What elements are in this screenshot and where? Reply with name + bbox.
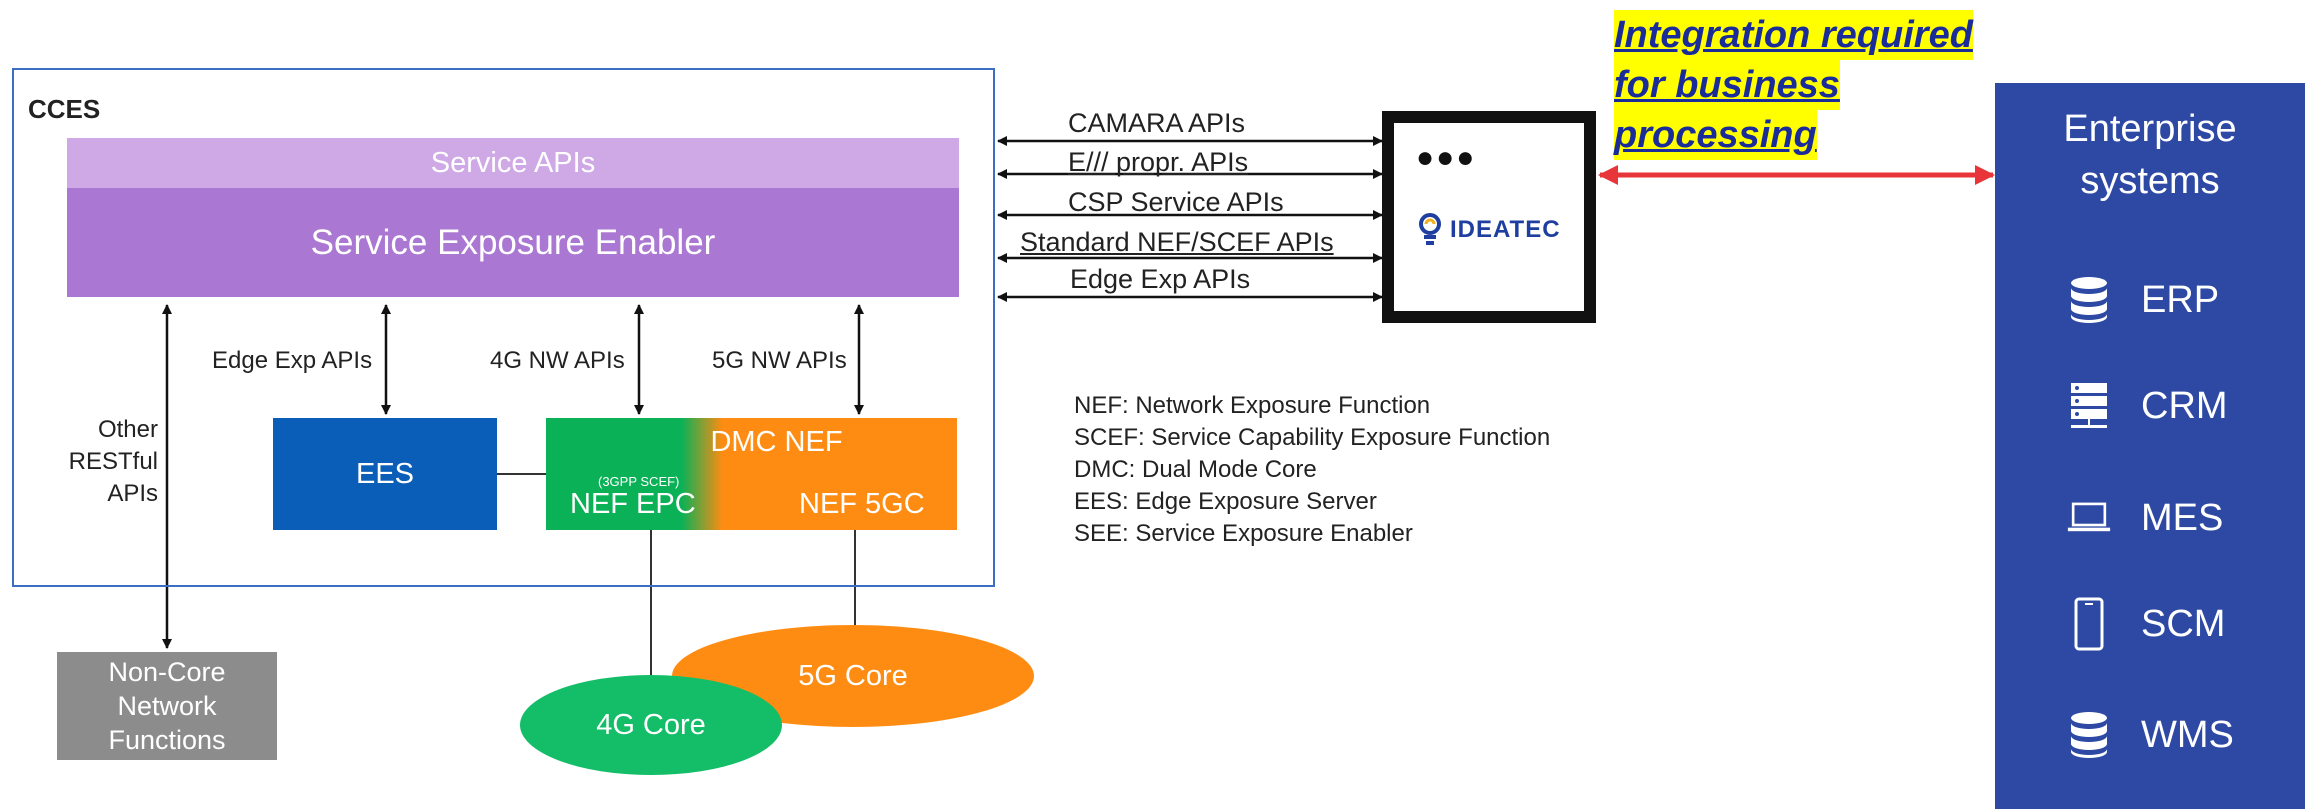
enterprise-item-label: ERP	[2141, 278, 2220, 321]
bulb-icon	[1419, 213, 1441, 245]
cces-title: CCES	[28, 94, 101, 124]
integration-line-2: for business	[1614, 60, 1840, 110]
window-dots-icon: ●●●	[1416, 141, 1477, 174]
enterprise-item-crm[interactable]: CRM	[2067, 381, 2228, 431]
other-restful-line-1: Other	[97, 416, 158, 443]
laptop-icon	[2067, 493, 2111, 543]
enterprise-item-label: WMS	[2141, 713, 2234, 756]
enterprise-systems-panel: Enterprise systems ERP	[1995, 83, 2305, 809]
enterprise-item-erp[interactable]: ERP	[2067, 275, 2219, 325]
nef-epc-label: NEF EPC	[570, 488, 696, 520]
dmc-nef-title: DMC NEF	[710, 426, 843, 458]
legend-item: SEE: Service Exposure Enabler	[1074, 520, 1413, 547]
non-core-line-1: Non-Core	[108, 657, 226, 687]
enterprise-item-scm[interactable]: SCM	[2067, 597, 2226, 651]
other-restful-line-3: APIs	[107, 480, 158, 507]
api-label-nef: Standard NEF/SCEF APIs	[1020, 227, 1334, 257]
nw4g-apis-label: 4G NW APIs	[490, 347, 625, 374]
core-4g: 4G Core	[520, 675, 782, 775]
database-icon	[2067, 275, 2111, 325]
service-exposure-enabler: Service Exposure Enabler	[67, 188, 959, 297]
other-restful-label: Other RESTful APIs	[60, 414, 158, 510]
api-label-edge: Edge Exp APIs	[1070, 264, 1251, 294]
ees-box: EES	[273, 418, 497, 530]
enterprise-item-label: MES	[2141, 496, 2224, 539]
enterprise-title: Enterprise systems	[1995, 103, 2305, 207]
legend-item: SCEF: Service Capability Exposure Functi…	[1074, 424, 1551, 451]
edge-exp-apis-label: Edge Exp APIs	[212, 347, 373, 374]
enterprise-item-mes[interactable]: MES	[2067, 493, 2223, 543]
ideatec-logo: IDEATEC	[1418, 213, 1561, 247]
non-core-line-3: Functions	[108, 725, 226, 755]
abbreviation-legend: NEF: Network Exposure Function SCEF: Ser…	[1074, 390, 1550, 550]
legend-item: DMC: Dual Mode Core	[1074, 456, 1317, 483]
api-label-csp: CSP Service APIs	[1068, 187, 1284, 217]
integration-line-1: Integration required	[1614, 10, 1973, 60]
dmc-nef-box: DMC NEF (3GPP SCEF) NEF EPC NEF 5GC	[546, 418, 957, 530]
non-core-network-functions: Non-Core Network Functions	[57, 652, 277, 760]
ideatec-window[interactable]: ●●● IDEATEC	[1382, 111, 1596, 323]
api-label-camara: CAMARA APIs	[1068, 108, 1246, 138]
cces-container	[12, 68, 995, 587]
integration-note: Integration required for business proces…	[1614, 10, 1973, 160]
non-core-line-2: Network	[117, 691, 217, 721]
ideatec-brand: IDEATEC	[1450, 216, 1561, 243]
legend-item: EES: Edge Exposure Server	[1074, 488, 1377, 515]
enterprise-item-label: SCM	[2141, 602, 2226, 645]
integration-line-3: processing	[1614, 110, 1817, 160]
enterprise-title-line-2: systems	[2080, 160, 2220, 202]
phone-icon	[2067, 597, 2111, 651]
api-label-eric: E/// propr. APIs	[1068, 147, 1249, 177]
server-icon	[2067, 381, 2111, 431]
nef-5gc-label: NEF 5GC	[799, 488, 925, 520]
enterprise-item-wms[interactable]: WMS	[2067, 710, 2234, 760]
other-restful-line-2: RESTful	[68, 448, 158, 475]
enterprise-item-label: CRM	[2141, 384, 2228, 427]
legend-item: NEF: Network Exposure Function	[1074, 392, 1431, 419]
nef-sub-label: (3GPP SCEF)	[598, 474, 680, 489]
database-icon	[2067, 710, 2111, 760]
service-apis-bar: Service APIs	[67, 138, 959, 188]
enterprise-title-line-1: Enterprise	[2063, 108, 2237, 150]
nw5g-apis-label: 5G NW APIs	[712, 347, 847, 374]
